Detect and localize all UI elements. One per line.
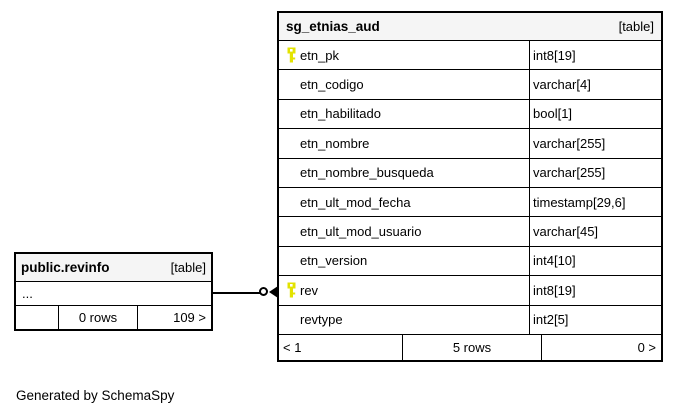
primary-key-icon — [287, 282, 300, 298]
column-name-cell: rev — [279, 276, 530, 305]
column-name: rev — [300, 282, 319, 298]
generated-by-credit: Generated by SchemaSpy — [16, 388, 175, 403]
table-node-public-revinfo[interactable]: public.revinfo [table] ... 0 rows 109 > — [14, 252, 213, 331]
table-header: sg_etnias_aud [table] — [279, 13, 661, 41]
column-name-cell: etn_pk — [279, 41, 530, 70]
column-name: etn_codigo — [300, 77, 364, 93]
footer-parents-count: < 1 — [279, 334, 403, 360]
table-column-row: etn_nombre_busqueda varchar[255] — [279, 158, 661, 188]
table-column-row: etn_ult_mod_fecha timestamp[29,6] — [279, 187, 661, 218]
column-name-cell: revtype — [279, 305, 530, 334]
primary-key-icon — [287, 47, 300, 63]
column-name-cell: etn_version — [279, 246, 530, 276]
column-type: varchar[4] — [533, 77, 591, 93]
column-name: etn_ult_mod_fecha — [300, 194, 411, 210]
column-name: etn_nombre_busqueda — [300, 165, 434, 181]
column-name-cell: etn_ult_mod_usuario — [279, 217, 530, 246]
column-rows: etn_pk int8[19] etn_codigo varchar[4] etn_ha… — [279, 41, 661, 335]
table-column-row: etn_ult_mod_usuario varchar[45] — [279, 217, 661, 247]
column-name: etn_habilitado — [300, 106, 381, 122]
column-name: etn_version — [300, 253, 368, 269]
column-name: etn_pk — [300, 47, 340, 63]
column-type: varchar[255] — [533, 135, 606, 151]
table-column-row: etn_codigo varchar[4] — [279, 70, 661, 100]
column-name: revtype — [300, 312, 343, 328]
table-column-row: etn_nombre varchar[255] — [279, 129, 661, 159]
column-type: varchar[255] — [533, 165, 606, 181]
collapsed-columns-ellipsis: ... — [16, 282, 211, 306]
column-type: int4[10] — [533, 253, 576, 269]
column-type: int8[19] — [533, 47, 576, 63]
table-column-row: etn_pk int8[19] — [279, 41, 661, 71]
table-title[interactable]: public.revinfo — [21, 260, 110, 275]
relationship-line — [213, 292, 262, 294]
footer-children-count: 0 > — [637, 339, 656, 355]
column-type: timestamp[29,6] — [533, 194, 626, 210]
column-type: int8[19] — [533, 282, 576, 298]
footer-parents-count — [16, 306, 59, 329]
column-name: etn_nombre — [300, 135, 370, 151]
footer-row-count: 5 rows — [403, 334, 542, 360]
table-type-badge: [table] — [618, 19, 654, 34]
table-footer: < 1 5 rows 0 > — [279, 334, 661, 360]
table-column-row: etn_habilitado bool[1] — [279, 99, 661, 130]
column-type: int2[5] — [533, 312, 569, 328]
column-type: varchar[45] — [533, 224, 599, 240]
column-name-cell: etn_nombre_busqueda — [279, 158, 530, 187]
relationship-arrowhead — [269, 286, 278, 298]
table-column-row: rev int8[19] — [279, 276, 661, 306]
table-footer: 0 rows 109 > — [16, 306, 211, 329]
column-name-cell: etn_ult_mod_fecha — [279, 187, 530, 217]
footer-children-count: 109 > — [173, 310, 206, 325]
table-column-row: revtype int2[5] — [279, 305, 661, 335]
table-header: public.revinfo [table] — [16, 254, 211, 282]
column-name-cell: etn_nombre — [279, 129, 530, 158]
column-name-cell: etn_codigo — [279, 70, 530, 99]
table-type-badge: [table] — [170, 260, 206, 275]
relationship-circle-end — [259, 287, 268, 296]
footer-row-count: 0 rows — [59, 306, 138, 329]
table-column-row: etn_version int4[10] — [279, 246, 661, 277]
column-type: bool[1] — [533, 106, 573, 122]
table-title[interactable]: sg_etnias_aud — [286, 19, 380, 34]
column-name: etn_ult_mod_usuario — [300, 224, 422, 240]
column-name-cell: etn_habilitado — [279, 99, 530, 129]
